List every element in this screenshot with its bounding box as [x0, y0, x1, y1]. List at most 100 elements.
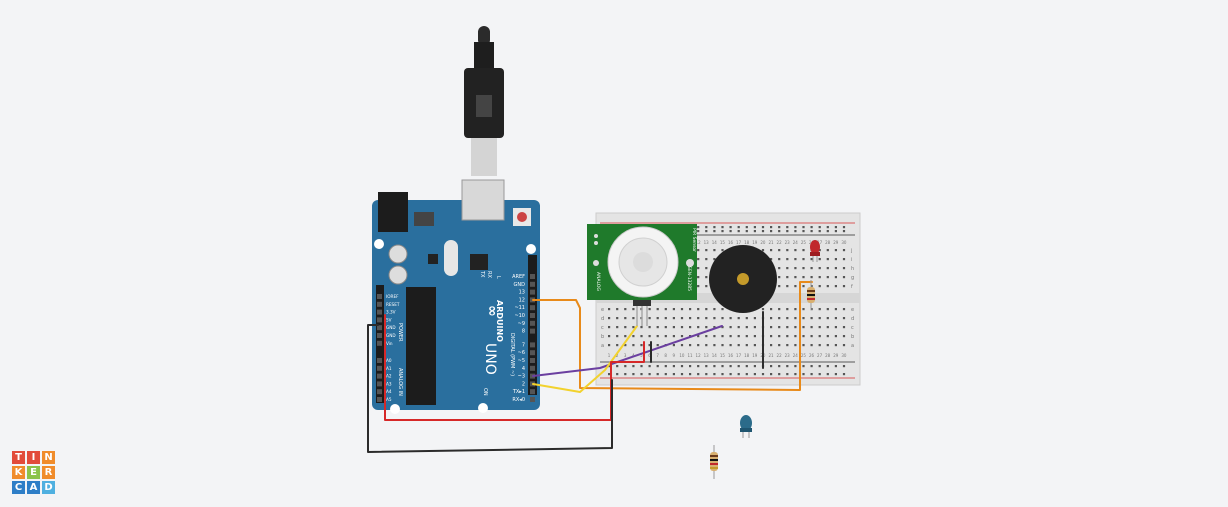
rail-hole[interactable]: [802, 365, 805, 368]
power-pin[interactable]: [377, 325, 382, 331]
rail-hole[interactable]: [745, 365, 748, 368]
breadboard-hole[interactable]: [624, 308, 627, 311]
rail-hole[interactable]: [745, 226, 748, 229]
resistor-loose[interactable]: [710, 445, 718, 479]
wire-pin4-buzzer[interactable]: [532, 325, 723, 377]
breadboard-hole[interactable]: [697, 276, 700, 279]
wire-pin2-pir[interactable]: [532, 325, 638, 393]
breadboard-hole[interactable]: [834, 249, 837, 252]
breadboard-hole[interactable]: [818, 317, 821, 320]
breadboard-hole[interactable]: [640, 344, 643, 347]
rail-hole[interactable]: [672, 373, 675, 376]
breadboard-hole[interactable]: [640, 335, 643, 338]
breadboard-hole[interactable]: [794, 326, 797, 329]
analog-pin[interactable]: [377, 358, 382, 363]
breadboard-hole[interactable]: [842, 308, 846, 311]
breadboard-hole[interactable]: [794, 335, 797, 338]
breadboard-hole[interactable]: [624, 326, 627, 329]
rail-hole[interactable]: [680, 373, 684, 376]
breadboard-hole[interactable]: [705, 276, 708, 279]
breadboard-hole[interactable]: [624, 317, 627, 320]
digital-pin[interactable]: [530, 320, 535, 326]
breadboard-hole[interactable]: [778, 249, 781, 252]
breadboard-hole[interactable]: [697, 335, 700, 338]
breadboard-hole[interactable]: [826, 335, 829, 338]
breadboard-hole[interactable]: [737, 317, 740, 320]
breadboard-hole[interactable]: [705, 267, 708, 270]
breadboard-hole[interactable]: [842, 317, 846, 320]
rail-hole[interactable]: [729, 365, 732, 368]
rail-hole[interactable]: [753, 373, 756, 376]
breadboard-hole[interactable]: [786, 267, 789, 270]
breadboard-hole[interactable]: [778, 326, 781, 329]
breadboard-hole[interactable]: [721, 335, 724, 338]
rail-hole[interactable]: [632, 373, 635, 376]
rail-hole[interactable]: [842, 373, 846, 376]
rail-hole[interactable]: [786, 373, 789, 376]
breadboard-hole[interactable]: [802, 326, 805, 329]
rail-hole[interactable]: [818, 365, 821, 368]
breadboard-hole[interactable]: [794, 285, 797, 288]
breadboard-hole[interactable]: [778, 344, 781, 347]
rail-hole[interactable]: [770, 230, 773, 233]
breadboard-hole[interactable]: [810, 308, 813, 311]
wire-gnd[interactable]: [367, 324, 613, 453]
breadboard-hole[interactable]: [616, 317, 619, 320]
breadboard-hole[interactable]: [826, 308, 829, 311]
breadboard-hole[interactable]: [778, 335, 781, 338]
rail-hole[interactable]: [745, 373, 748, 376]
breadboard-hole[interactable]: [786, 276, 789, 279]
blue-led-loose[interactable]: [740, 415, 752, 438]
breadboard-hole[interactable]: [794, 317, 797, 320]
rail-hole[interactable]: [729, 230, 732, 233]
breadboard-hole[interactable]: [778, 267, 781, 270]
breadboard-hole[interactable]: [689, 308, 692, 311]
breadboard-hole[interactable]: [656, 344, 659, 347]
analog-pin[interactable]: [377, 397, 382, 402]
breadboard-hole[interactable]: [737, 344, 740, 347]
rail-hole[interactable]: [810, 373, 813, 376]
breadboard-hole[interactable]: [810, 344, 813, 347]
breadboard-hole[interactable]: [745, 335, 748, 338]
breadboard-hole[interactable]: [721, 308, 724, 311]
breadboard-hole[interactable]: [721, 344, 724, 347]
breadboard-hole[interactable]: [608, 317, 611, 320]
breadboard-hole[interactable]: [608, 308, 611, 311]
rail-hole[interactable]: [826, 365, 829, 368]
rail-hole[interactable]: [834, 365, 837, 368]
rail-hole[interactable]: [713, 373, 716, 376]
breadboard-hole[interactable]: [680, 344, 684, 347]
rail-hole[interactable]: [713, 226, 716, 229]
breadboard-hole[interactable]: [737, 335, 740, 338]
breadboard-hole[interactable]: [721, 326, 724, 329]
breadboard-hole[interactable]: [818, 267, 821, 270]
breadboard-hole[interactable]: [770, 326, 773, 329]
breadboard-hole[interactable]: [770, 344, 773, 347]
breadboard-hole[interactable]: [818, 326, 821, 329]
power-pin[interactable]: [377, 294, 382, 299]
breadboard-hole[interactable]: [802, 344, 805, 347]
rail-hole[interactable]: [770, 373, 773, 376]
breadboard-hole[interactable]: [689, 317, 692, 320]
rail-hole[interactable]: [753, 226, 756, 229]
breadboard-hole[interactable]: [729, 317, 732, 320]
breadboard-hole[interactable]: [697, 249, 700, 252]
breadboard-hole[interactable]: [834, 267, 837, 270]
rail-hole[interactable]: [818, 230, 821, 233]
breadboard-hole[interactable]: [778, 285, 781, 288]
rail-hole[interactable]: [648, 365, 651, 368]
breadboard-hole[interactable]: [729, 344, 732, 347]
breadboard-hole[interactable]: [826, 276, 829, 279]
digital-pin[interactable]: [530, 289, 535, 295]
analog-pin[interactable]: [377, 389, 382, 395]
rail-hole[interactable]: [713, 230, 716, 233]
breadboard-hole[interactable]: [818, 258, 821, 261]
breadboard-hole[interactable]: [834, 317, 837, 320]
breadboard-hole[interactable]: [842, 344, 846, 347]
rail-hole[interactable]: [632, 365, 635, 368]
rail-hole[interactable]: [737, 226, 740, 229]
tinkercad-logo[interactable]: T I N K E R C A D: [12, 451, 56, 495]
breadboard-hole[interactable]: [632, 344, 635, 347]
breadboard-hole[interactable]: [729, 335, 732, 338]
breadboard-hole[interactable]: [826, 317, 829, 320]
